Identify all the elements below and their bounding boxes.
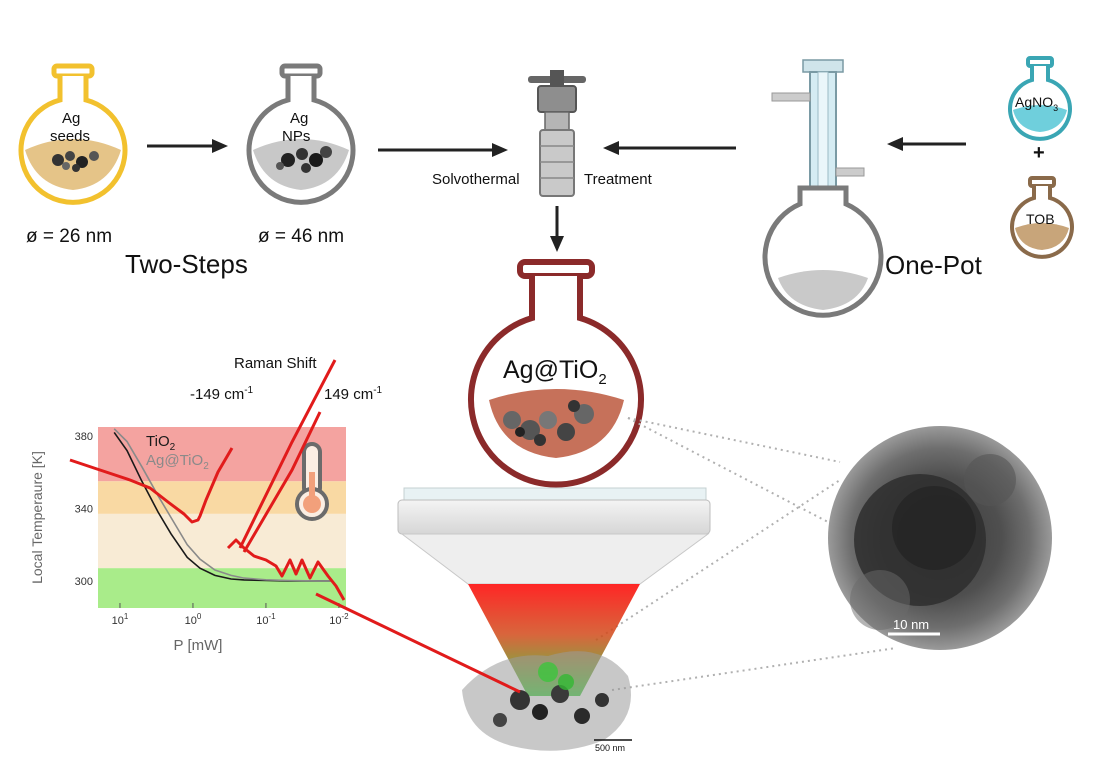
right-peak-sup: -1 bbox=[373, 385, 383, 396]
series-line bbox=[113, 428, 331, 582]
arrow-icon bbox=[887, 137, 966, 151]
tem-scale-bar-label: 10 nm bbox=[893, 617, 930, 632]
y-tick-label: 340 bbox=[75, 503, 93, 515]
agno3-text: AgNO bbox=[1015, 94, 1054, 110]
arrow-icon bbox=[603, 141, 736, 155]
right-peak-text: 149 cm bbox=[324, 386, 374, 403]
ag-seeds-label-line2: seeds bbox=[50, 128, 91, 145]
temperature-band bbox=[98, 568, 346, 608]
ag-seeds-label-line1: Ag bbox=[62, 110, 81, 127]
temperature-band bbox=[98, 513, 346, 569]
x-tick-label: 10-1 bbox=[256, 612, 276, 627]
y-axis-label: Local Temperaure [K] bbox=[29, 451, 45, 584]
ag-seeds-diameter: ø = 26 nm bbox=[26, 226, 113, 247]
thermometer-icon bbox=[295, 442, 329, 521]
y-tick-label: 300 bbox=[75, 576, 93, 588]
x-tick-label: 101 bbox=[112, 612, 129, 627]
arrow-icon bbox=[378, 143, 508, 157]
product-subscript: 2 bbox=[598, 371, 607, 388]
arrow-icon bbox=[550, 206, 564, 252]
sem-image bbox=[462, 651, 632, 751]
tem-image bbox=[828, 426, 1052, 650]
left-peak-sup: -1 bbox=[244, 385, 254, 396]
arrow-icon bbox=[147, 139, 228, 153]
agno3-flask-icon bbox=[1008, 56, 1072, 141]
ag-nps-diameter: ø = 46 nm bbox=[258, 226, 345, 247]
right-peak-label: 149 cm-1 bbox=[324, 385, 382, 403]
y-tick-label: 380 bbox=[75, 431, 93, 443]
left-peak-text: -149 cm bbox=[190, 386, 245, 403]
product-flask-icon bbox=[468, 259, 644, 488]
legend-entry: TiO2 bbox=[146, 433, 176, 453]
raman-shift-title: Raman Shift bbox=[234, 355, 317, 372]
objective-lens-icon bbox=[397, 487, 711, 585]
sem-scale-bar-label: 500 nm bbox=[595, 743, 626, 753]
product-text: Ag@TiO bbox=[503, 356, 599, 384]
x-tick-label: 10-2 bbox=[329, 612, 349, 627]
treatment-label: Treatment bbox=[584, 171, 652, 188]
ag-nps-label-line2: NPs bbox=[282, 128, 311, 145]
legend-entry: Ag@TiO2 bbox=[146, 452, 209, 472]
autoclave-icon bbox=[528, 70, 586, 197]
ag-nps-flask-icon bbox=[246, 63, 356, 205]
one-pot-flask-icon bbox=[762, 185, 884, 318]
agno3-label: AgNO3 bbox=[1015, 94, 1058, 113]
tob-label: TOB bbox=[1026, 211, 1055, 227]
tob-flask-icon bbox=[1010, 176, 1074, 259]
ag-seeds-flask-icon bbox=[18, 63, 128, 205]
agno3-subscript: 3 bbox=[1053, 102, 1059, 113]
left-peak-label: -149 cm-1 bbox=[190, 385, 253, 403]
laser-beam bbox=[468, 584, 640, 696]
zoom-guide-lines bbox=[595, 417, 897, 691]
two-steps-title: Two-Steps bbox=[125, 249, 248, 279]
solvothermal-label: Solvothermal bbox=[432, 171, 520, 188]
condenser-icon bbox=[771, 59, 865, 189]
x-tick-label: 100 bbox=[185, 612, 202, 627]
plus-sign: + bbox=[1033, 142, 1045, 164]
x-axis-label: P [mW] bbox=[174, 637, 223, 654]
one-pot-title: One-Pot bbox=[885, 250, 982, 280]
product-label: Ag@TiO2 bbox=[503, 356, 607, 388]
ag-nps-label-line1: Ag bbox=[290, 110, 309, 127]
